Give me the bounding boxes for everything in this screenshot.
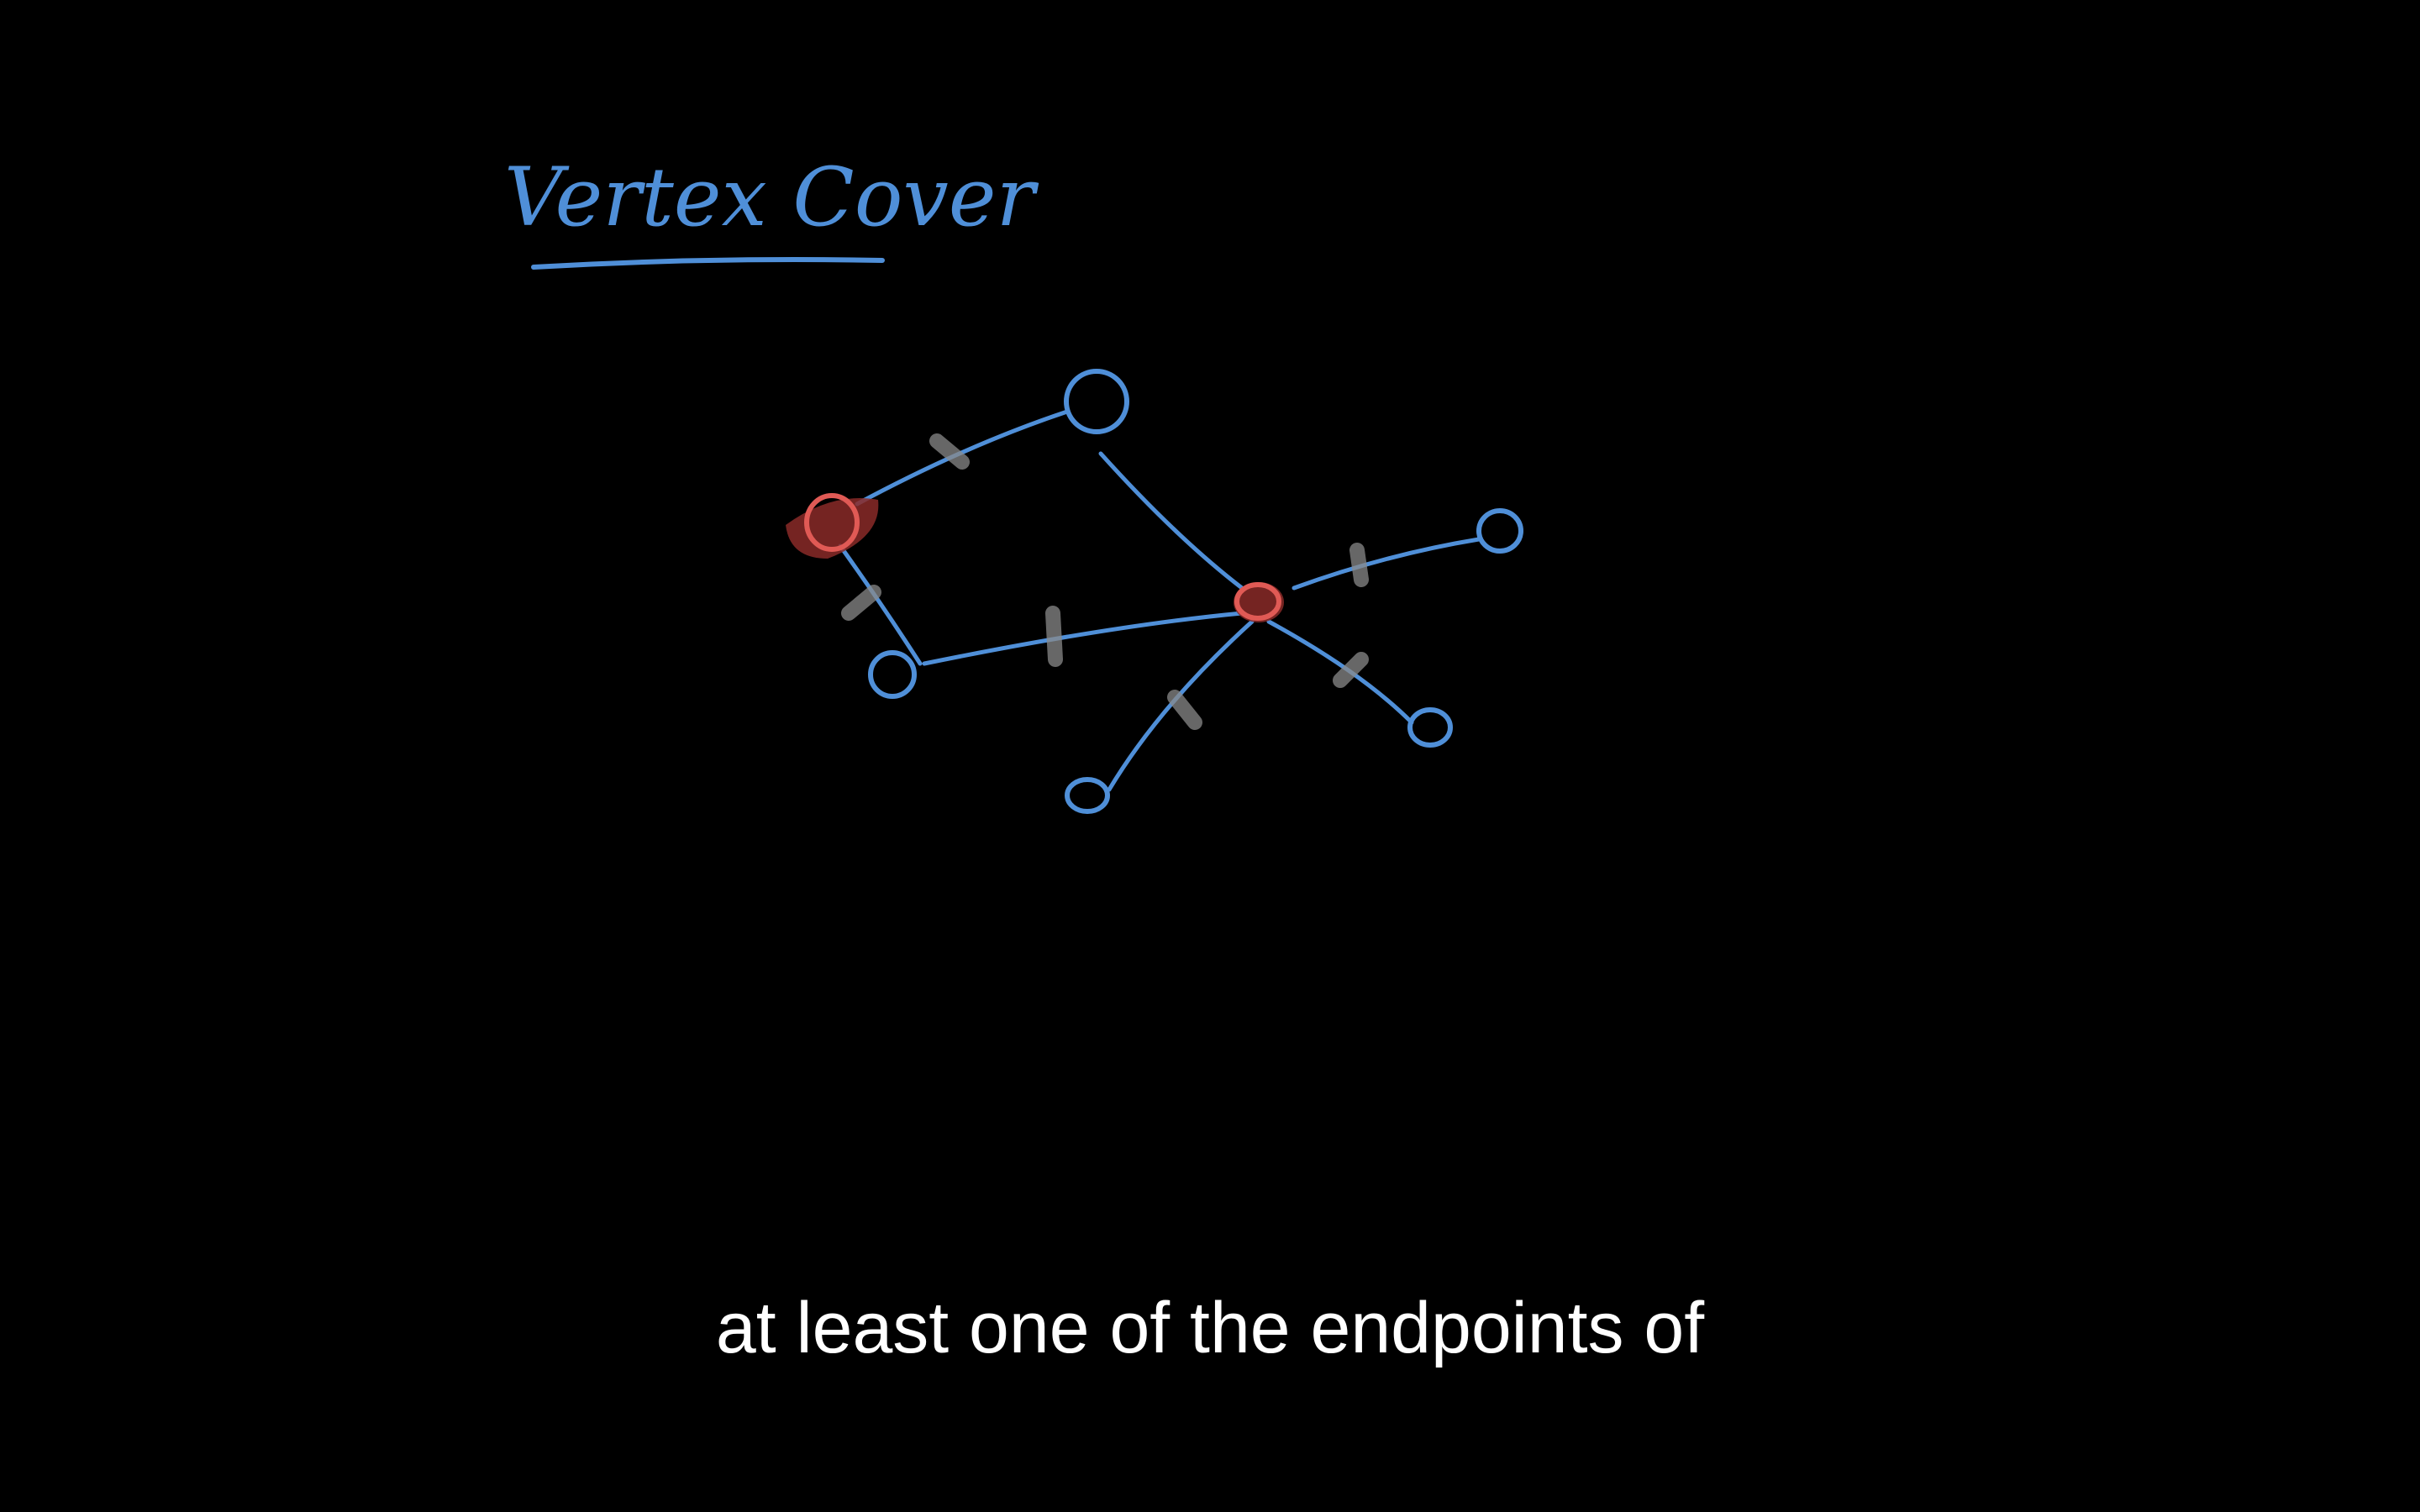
edge-center-bottom bbox=[1107, 619, 1255, 792]
vertex-bottom bbox=[1065, 777, 1110, 814]
vertex-lower-left bbox=[868, 650, 917, 699]
edge-lowerleft-center bbox=[922, 611, 1244, 666]
edge-mark-center-lowerright bbox=[1333, 652, 1369, 688]
edge-mark-left-top bbox=[929, 433, 970, 470]
vertex-center-cover bbox=[1234, 582, 1281, 621]
page-title: Vertex Cover bbox=[504, 150, 1039, 244]
edge-mark-center-bottom bbox=[1167, 690, 1202, 730]
subtitle-caption: at least one of the endpoints of bbox=[715, 1288, 1705, 1368]
vertex-right bbox=[1476, 508, 1523, 554]
edge-mark-center-right bbox=[1349, 543, 1369, 587]
edge-top-center bbox=[1098, 451, 1244, 591]
edge-mark-left-lowerleft bbox=[841, 585, 881, 621]
edge-center-right bbox=[1292, 537, 1481, 591]
edge-left-top bbox=[855, 409, 1070, 507]
title-underline bbox=[531, 257, 885, 270]
edge-mark-lowerleft-center bbox=[1045, 606, 1063, 667]
edge-left-lowerleft bbox=[838, 543, 923, 666]
vertex-lower-right bbox=[1407, 707, 1453, 748]
vertex-left-cover bbox=[804, 493, 860, 552]
vertex-top bbox=[1064, 369, 1129, 434]
